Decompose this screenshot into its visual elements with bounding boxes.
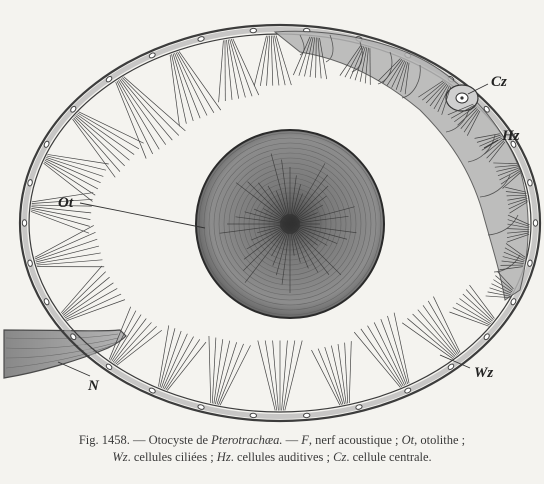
caption-dash2: — <box>283 433 302 447</box>
label-hz: Hz <box>501 128 520 144</box>
caption-cz-text: . cellule centrale. <box>346 450 431 464</box>
caption-ot-abbr: Ot <box>402 433 415 447</box>
figure-caption: Fig. 1458. — Otocyste de Pterotrachæa. —… <box>10 432 534 466</box>
caption-ot-text: , otolithe ; <box>414 433 465 447</box>
caption-figno: Fig. 1458. <box>79 433 130 447</box>
caption-f-text: , nerf acoustique ; <box>309 433 402 447</box>
central-cell <box>446 85 478 111</box>
caption-cz-abbr: Cz <box>333 450 346 464</box>
caption-species: Pterotrachæa. <box>211 433 282 447</box>
label-wz: Wz <box>474 365 493 381</box>
caption-dash1: — Otocyste de <box>130 433 211 447</box>
label-n: N <box>87 378 100 394</box>
otocyst-illustration: Ot Cz Hz N Wz <box>0 0 544 430</box>
caption-wz-text: . cellules ciliées ; <box>128 450 217 464</box>
otolith <box>196 130 384 318</box>
label-ot: Ot <box>58 195 74 211</box>
caption-f-abbr: F <box>301 433 309 447</box>
caption-hz-text: . cellules auditives ; <box>231 450 333 464</box>
caption-wz-abbr: Wz <box>112 450 127 464</box>
caption-hz-abbr: Hz <box>217 450 231 464</box>
label-cz: Cz <box>491 74 507 90</box>
